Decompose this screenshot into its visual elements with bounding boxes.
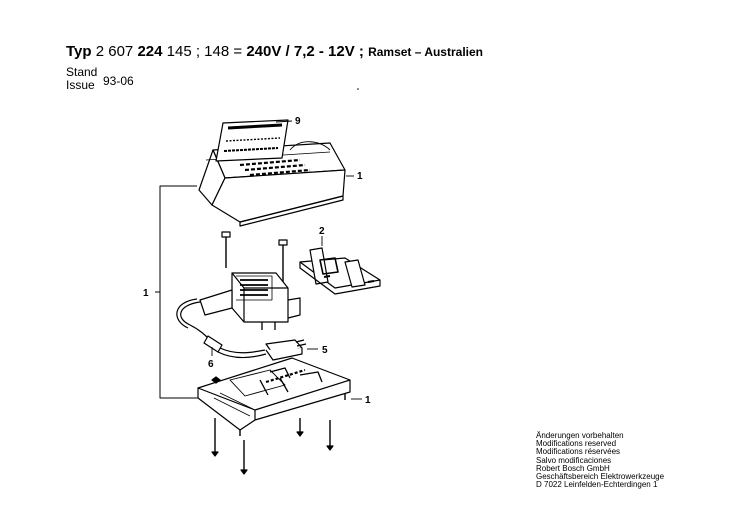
callout-1-cover: 1 <box>357 171 363 182</box>
note-line: Modifications réservées <box>536 447 621 457</box>
transformer <box>199 272 301 330</box>
stand-value: 93-06 <box>103 74 134 88</box>
note-line: Salvo modificaciones <box>536 455 612 465</box>
callout-6: 6 <box>208 359 214 370</box>
power-cable <box>176 298 267 359</box>
note-line: Änderungen vorbehalten <box>536 431 624 440</box>
stand-label-line1: Stand <box>66 65 98 79</box>
label-plate <box>215 119 289 162</box>
screws-lower <box>211 418 334 475</box>
note-line: D 7022 Leinfelden-Echterdingen 1 <box>536 480 658 490</box>
mains-plug <box>265 339 307 361</box>
assembly-bracket <box>159 185 198 399</box>
scan-dot <box>357 88 359 90</box>
typ-label: Typ <box>66 43 92 60</box>
note-line: Modifications reserved <box>536 439 617 449</box>
variant-text: Ramset – Australien <box>368 45 483 59</box>
callout-9: 9 <box>295 116 301 127</box>
spec-text: 240V / 7,2 - 12V ; <box>246 43 364 60</box>
part-prefix: 2 607 <box>95 43 134 60</box>
base-housing <box>197 357 351 436</box>
part-suffix: 145 ; 148 = <box>166 43 243 60</box>
leader-lines <box>211 120 362 400</box>
screws-upper <box>221 231 288 286</box>
callout-1-base: 1 <box>365 395 371 406</box>
part-main: 224 <box>137 43 163 60</box>
note-line: Geschäftsbereich Elektrowerkzeuge <box>536 472 665 482</box>
callout-5: 5 <box>322 345 328 356</box>
legal-notes: Änderungen vorbehalten Modifications res… <box>536 431 665 490</box>
stand-label-line2: Issue <box>66 78 95 92</box>
stand-label: Stand Issue <box>66 66 97 92</box>
note-line: Robert Bosch GmbH <box>536 463 610 473</box>
contact-carrier <box>299 247 381 295</box>
callout-1-assembly: 1 <box>143 288 149 299</box>
document-title: Typ 2 607 224 145 ; 148 = 240V / 7,2 - 1… <box>66 43 483 60</box>
callout-2: 2 <box>319 226 325 237</box>
